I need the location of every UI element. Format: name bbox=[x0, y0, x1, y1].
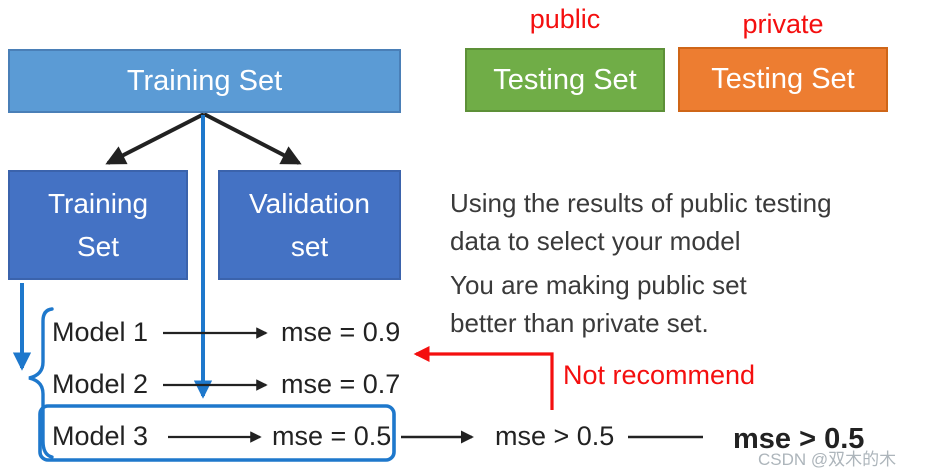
note-line: better than private set. bbox=[450, 308, 709, 338]
private-test-result: mse > 0.5 bbox=[733, 423, 865, 455]
public-test-result: mse > 0.5 bbox=[495, 421, 615, 451]
training-subset-label-line1: Training bbox=[47, 188, 149, 219]
public-testing-set-box: Testing Set bbox=[465, 48, 665, 112]
training-subset-box: Training Set bbox=[8, 170, 188, 280]
public-testing-set-label: Testing Set bbox=[493, 63, 637, 96]
note-line: data to select your model bbox=[450, 226, 741, 256]
arrow-not-recommend-icon bbox=[413, 346, 554, 410]
note-public-selection: Using the results of public testing data… bbox=[450, 184, 832, 260]
model-1-label: Model 1 bbox=[52, 317, 149, 347]
validation-set-label-line2: set bbox=[290, 231, 329, 262]
model-2-label: Model 2 bbox=[52, 369, 149, 399]
private-tag: private bbox=[742, 9, 824, 39]
training-set-top-box: Training Set bbox=[8, 49, 401, 113]
training-subset-label-line2: Set bbox=[76, 231, 120, 262]
model-3-mse: mse = 0.5 bbox=[272, 421, 392, 451]
model-3-label: Model 3 bbox=[52, 421, 149, 451]
model-2-mse: mse = 0.7 bbox=[281, 369, 401, 399]
arrow-split-right-icon bbox=[203, 112, 302, 165]
models-brace-icon bbox=[28, 307, 54, 459]
validation-set-box: Validation set bbox=[218, 170, 401, 280]
public-tag: public bbox=[529, 4, 601, 34]
validation-set-label-line1: Validation bbox=[249, 188, 370, 219]
arrow-split-left-icon bbox=[105, 112, 205, 165]
private-testing-set-box: Testing Set bbox=[678, 47, 888, 112]
training-set-top-label: Training Set bbox=[126, 64, 283, 97]
note-line: You are making public set bbox=[450, 270, 747, 300]
not-recommend-label: Not recommend bbox=[563, 360, 756, 390]
model-1-mse: mse = 0.9 bbox=[281, 317, 401, 347]
note-line: Using the results of public testing bbox=[450, 188, 832, 218]
note-public-better: You are making public set better than pr… bbox=[450, 266, 747, 342]
csdn-watermark: CSDN @双木的木 bbox=[758, 450, 897, 469]
private-testing-set-label: Testing Set bbox=[711, 63, 855, 95]
